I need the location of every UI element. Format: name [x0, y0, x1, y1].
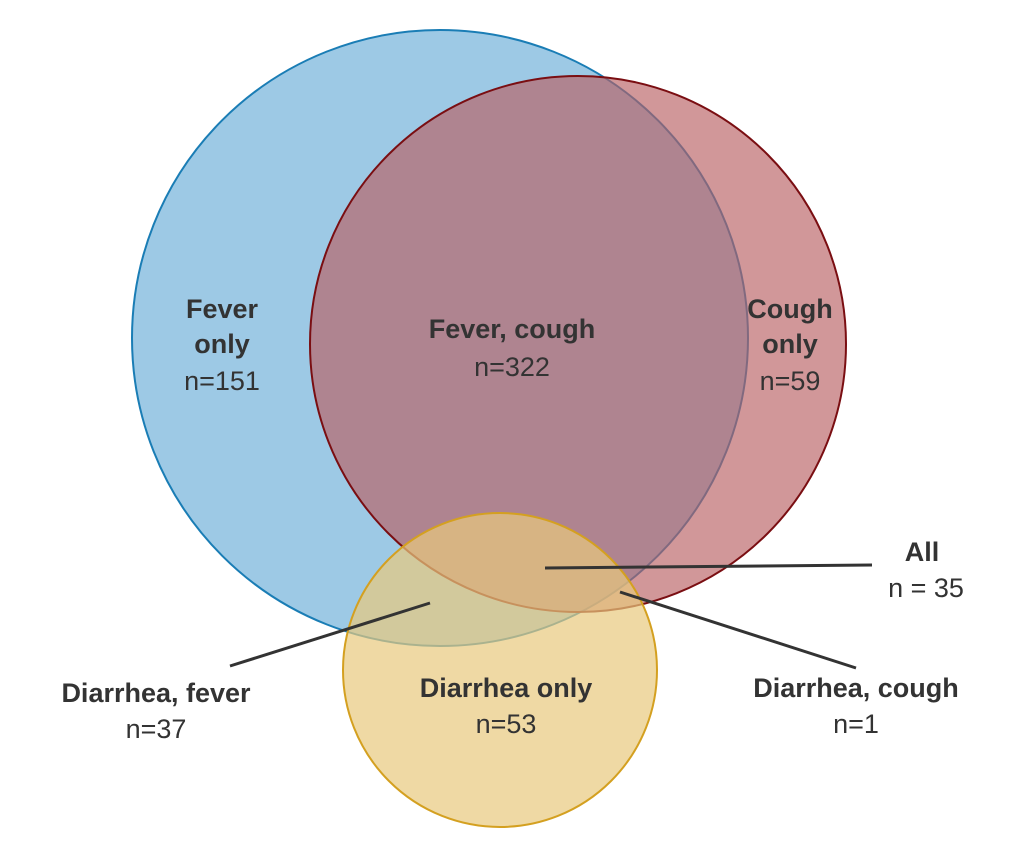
region-labels: Fever only n=151 Fever, cough n=322 Coug… — [61, 294, 963, 744]
label-cough-only: Cough only n=59 — [747, 294, 832, 396]
label-all: All n = 35 — [888, 537, 964, 603]
leader-lines — [229, 563, 873, 670]
diarrhea-cough-count: n=1 — [833, 709, 879, 739]
diarrhea-fever-title: Diarrhea, fever — [61, 678, 251, 708]
fever-cough-title: Fever, cough — [429, 314, 596, 344]
diarrhea-only-count: n=53 — [476, 709, 537, 739]
label-fever-only: Fever only n=151 — [184, 294, 260, 396]
cough-only-title-line1: Cough — [747, 294, 832, 324]
diarrhea-cough-title: Diarrhea, cough — [753, 673, 959, 703]
leader-line-diarrhea-cough — [619, 590, 857, 670]
diarrhea-circle — [342, 512, 658, 828]
label-diarrhea-fever: Diarrhea, fever n=37 — [61, 678, 251, 744]
all-title: All — [905, 537, 940, 567]
label-fever-cough: Fever, cough n=322 — [429, 314, 596, 382]
leader-line-all — [544, 563, 873, 570]
label-diarrhea-cough: Diarrhea, cough n=1 — [753, 673, 959, 739]
diarrhea-only-title: Diarrhea only — [420, 673, 593, 703]
fever-only-title-line1: Fever — [186, 294, 259, 324]
fever-cough-count: n=322 — [474, 352, 550, 382]
leader-line-diarrhea-fever — [229, 601, 431, 668]
set-circles — [131, 29, 847, 828]
label-diarrhea-only: Diarrhea only n=53 — [420, 673, 593, 739]
fever-only-title-line2: only — [194, 329, 250, 359]
cough-only-title-line2: only — [762, 329, 818, 359]
all-count: n = 35 — [888, 573, 964, 603]
diarrhea-fever-count: n=37 — [126, 714, 187, 744]
cough-only-count: n=59 — [760, 366, 821, 396]
fever-only-count: n=151 — [184, 366, 260, 396]
